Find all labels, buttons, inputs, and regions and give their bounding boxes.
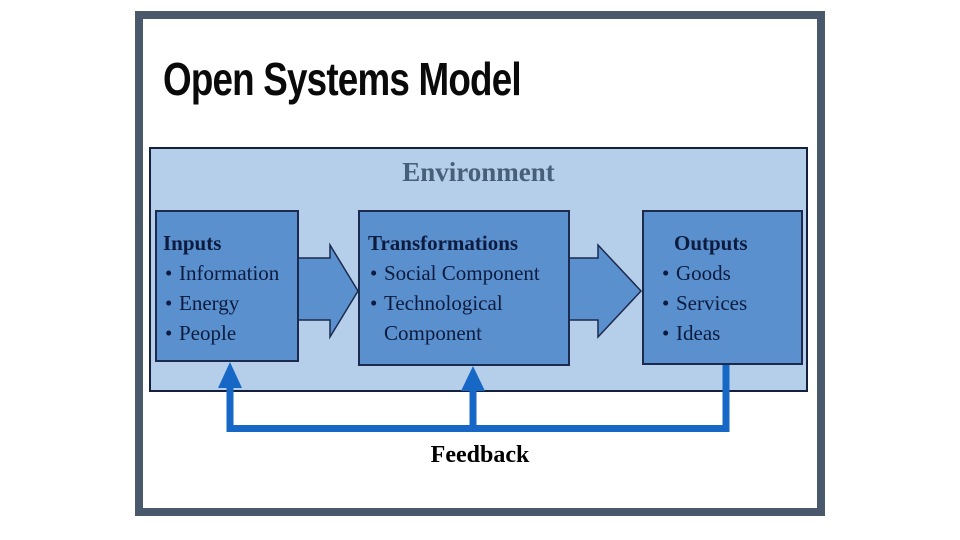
transformations-bullet-list: Social ComponentTechnological Component bbox=[368, 258, 564, 348]
transformations-box: Transformations Social ComponentTechnolo… bbox=[358, 210, 570, 366]
inputs-bullet-list: InformationEnergyPeople bbox=[163, 258, 295, 348]
environment-label: Environment bbox=[402, 157, 555, 187]
outputs-bullet-list: GoodsServicesIdeas bbox=[660, 258, 799, 348]
feedback-label: Feedback bbox=[430, 442, 530, 468]
flow-arrow-transformations-to-outputs-icon bbox=[567, 243, 643, 339]
flow-arrow-inputs-to-transformations-icon bbox=[297, 242, 359, 340]
outputs-box: Outputs GoodsServicesIdeas bbox=[642, 210, 803, 365]
transformations-heading: Transformations bbox=[368, 231, 519, 255]
bullet-item: Goods bbox=[660, 258, 799, 288]
outputs-heading: Outputs bbox=[674, 231, 748, 255]
bullet-item: Information bbox=[163, 258, 295, 288]
feedback-arrowhead-inputs-icon bbox=[218, 362, 242, 388]
bullet-item: Services bbox=[660, 288, 799, 318]
inputs-box: Inputs InformationEnergyPeople bbox=[155, 210, 299, 362]
bullet-item: Technological Component bbox=[368, 288, 564, 348]
bullet-item: Energy bbox=[163, 288, 295, 318]
bullet-item: Social Component bbox=[368, 258, 564, 288]
page-title: Open Systems Model bbox=[163, 53, 522, 105]
feedback-arrowhead-transformations-icon bbox=[461, 366, 485, 391]
bullet-item: People bbox=[163, 318, 295, 348]
inputs-heading: Inputs bbox=[163, 231, 222, 255]
bullet-item: Ideas bbox=[660, 318, 799, 348]
feedback-connector-icon bbox=[226, 364, 730, 432]
